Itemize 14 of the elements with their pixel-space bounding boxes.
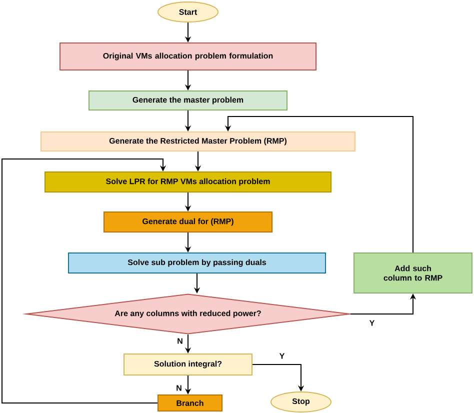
process-box: Branch xyxy=(158,394,222,412)
process-box: Original VMs allocation problem formulation xyxy=(60,42,316,70)
process-box: Add such column to RMP xyxy=(354,252,472,294)
process-box: Generate the Restricted Master Problem (RMP) xyxy=(40,132,356,152)
process-box: Solve LPR for RMP VMs allocation problem xyxy=(44,172,332,192)
process-box: Solution integral? xyxy=(124,354,252,376)
process-box: Solve sub problem by passing duals xyxy=(68,252,326,274)
process-box: Generate the master problem xyxy=(88,90,288,110)
arrow xyxy=(2,158,166,404)
edge-label: Y xyxy=(368,319,376,327)
edge-label: N xyxy=(176,337,184,345)
process-box: Generate dual for (RMP) xyxy=(104,212,272,232)
edge-label: Y xyxy=(278,352,286,360)
edge-label: N xyxy=(175,384,183,392)
